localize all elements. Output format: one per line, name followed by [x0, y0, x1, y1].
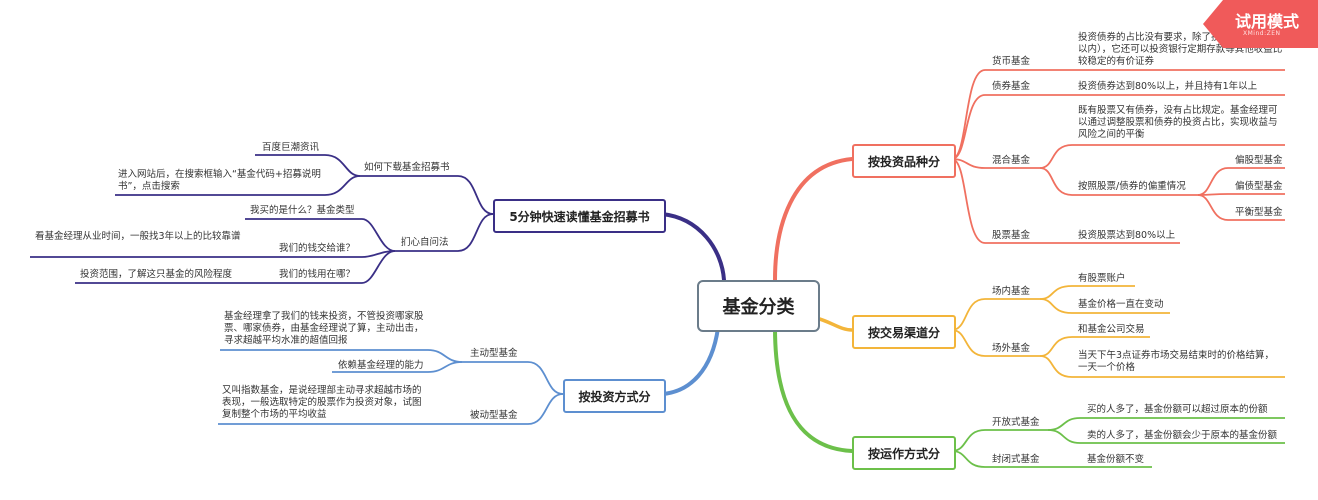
download-point-2[interactable]: 进入网站后，在搜索框输入“基金代码+招募说明书”，点击搜索 — [118, 169, 321, 192]
ask-question-3[interactable]: 我们的钱用在哪？ — [279, 269, 356, 280]
topic-open-fund[interactable]: 开放式基金 — [992, 417, 1040, 428]
closed-point-1[interactable]: 基金份额不变 — [1087, 454, 1145, 465]
passive-fund-desc[interactable]: 又叫指数基金，是说经理部主动寻求超越市场的表现，一般选取特定的股票作为投资对象，… — [222, 385, 422, 420]
mixed-fund-desc[interactable]: 既有股票又有债券，没有占比规定。基金经理可以通过调整股票和债券的投资占比，实现收… — [1078, 105, 1278, 140]
download-point-1[interactable]: 百度巨潮资讯 — [262, 142, 320, 153]
ask-answer-3[interactable]: 投资范围，了解这只基金的风险程度 — [80, 269, 233, 280]
open-point-2[interactable]: 卖的人多了，基金份额会少于原本的基金份额 — [1087, 430, 1278, 441]
topic-passive-fund[interactable]: 被动型基金 — [470, 410, 518, 421]
bond-fund-desc[interactable]: 投资债券达到80%以上，并且持有1年以上 — [1078, 81, 1258, 92]
option-stock-biased[interactable]: 偏股型基金 — [1235, 155, 1283, 166]
topic-bond-fund[interactable]: 债券基金 — [992, 81, 1031, 92]
active-fund-desc[interactable]: 基金经理拿了我们的钱来投资，不管投资哪家股票、哪家债券，由基金经理说了算，主动出… — [224, 311, 424, 346]
topic-by-channel[interactable]: 按交易渠道分 — [852, 315, 956, 349]
topic-offsite-fund[interactable]: 场外基金 — [992, 343, 1031, 354]
onsite-point-1[interactable]: 有股票账户 — [1078, 273, 1126, 284]
topic-closed-fund[interactable]: 封闭式基金 — [992, 454, 1040, 465]
topic-self-ask[interactable]: 扪心自问法 — [401, 237, 449, 248]
offsite-point-2[interactable]: 当天下午3点证券市场交易结束时的价格结算，一天一个价格 — [1078, 350, 1275, 373]
ask-question-1[interactable]: 我买的是什么？基金类型 — [250, 205, 355, 216]
ask-answer-2[interactable]: 看基金经理从业时间，一般找3年以上的比较靠谱 — [35, 231, 241, 242]
topic-download[interactable]: 如何下载基金招募书 — [364, 162, 450, 173]
topic-by-method[interactable]: 按投资方式分 — [563, 379, 666, 413]
onsite-point-2[interactable]: 基金价格一直在变动 — [1078, 299, 1164, 310]
money-fund-desc[interactable]: 投资债券的占比没有要求，除了投资债券（1年以内），它还可以投资银行定期存款等其他… — [1078, 32, 1283, 67]
topic-stock-fund[interactable]: 股票基金 — [992, 230, 1031, 241]
connector-center-product — [773, 157, 854, 282]
trial-mode-label: 试用模式 — [1235, 12, 1300, 31]
connector-center-operation — [773, 326, 854, 453]
central-topic[interactable]: 基金分类 — [697, 280, 820, 332]
connector-center-method — [660, 326, 720, 396]
xmind-brand-label: XMind:ZEN — [1243, 30, 1281, 37]
topic-mixed-fund[interactable]: 混合基金 — [992, 155, 1031, 166]
active-fund-reliance[interactable]: 依赖基金经理的能力 — [338, 360, 424, 371]
connector-center-prospectus — [660, 212, 726, 282]
topic-by-product[interactable]: 按投资品种分 — [852, 144, 956, 178]
open-point-1[interactable]: 买的人多了，基金份额可以超过原本的份额 — [1087, 404, 1268, 415]
connector-center-channel — [814, 316, 854, 332]
topic-active-fund[interactable]: 主动型基金 — [470, 348, 518, 359]
trial-mode-badge: 试用模式 XMind:ZEN — [1203, 0, 1318, 48]
ask-question-2[interactable]: 我们的钱交给谁？ — [279, 243, 356, 254]
offsite-point-1[interactable]: 和基金公司交易 — [1078, 324, 1145, 335]
mixed-fund-bias[interactable]: 按照股票/债券的偏重情况 — [1078, 181, 1186, 192]
option-balanced[interactable]: 平衡型基金 — [1235, 207, 1283, 218]
topic-money-fund[interactable]: 货币基金 — [992, 56, 1031, 67]
topic-by-operation[interactable]: 按运作方式分 — [852, 436, 956, 470]
topic-onsite-fund[interactable]: 场内基金 — [992, 286, 1031, 297]
topic-prospectus[interactable]: 5分钟快速读懂基金招募书 — [493, 199, 666, 233]
option-bond-biased[interactable]: 偏债型基金 — [1235, 181, 1283, 192]
stock-fund-desc[interactable]: 投资股票达到80%以上 — [1078, 230, 1176, 241]
